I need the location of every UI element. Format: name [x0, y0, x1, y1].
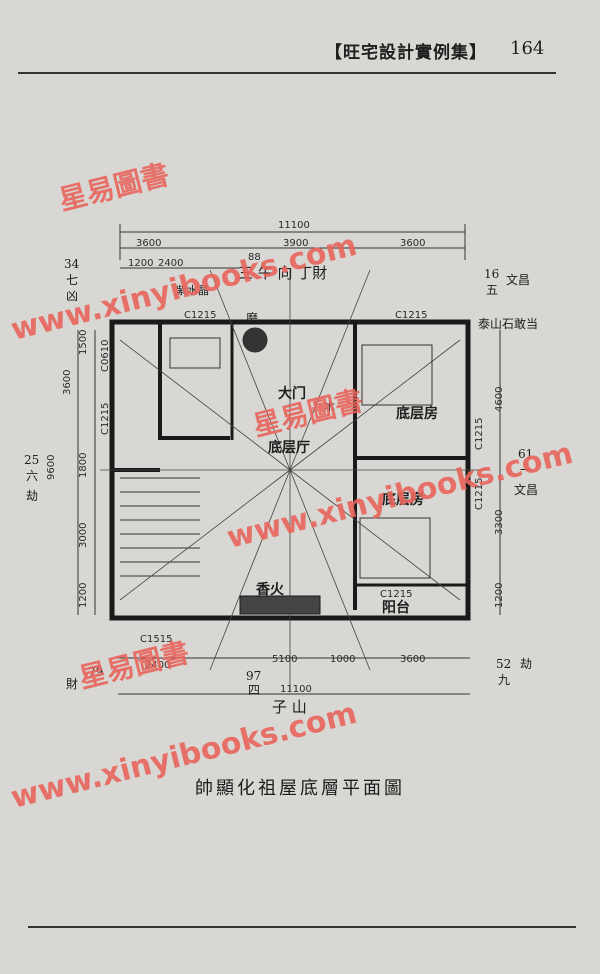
dim-bottom-1000: 1000: [330, 654, 355, 665]
compass-tl-num: 34: [64, 257, 80, 271]
compass-bottom-label: 子 山: [272, 698, 307, 716]
compass-tr-sub: 文昌: [506, 272, 530, 287]
glass-block-label: 木: [324, 400, 335, 413]
footer-rule: [28, 926, 576, 928]
compass-tl-sub: 凶: [66, 289, 78, 303]
dim-2400: 2400: [158, 258, 183, 269]
compass-lm-num: 25: [24, 453, 39, 467]
dim-bottom-total: 11100: [280, 684, 312, 695]
page-number: 164: [510, 38, 545, 59]
compass-rm-num: 61: [518, 447, 533, 461]
compass-bm-num: 97: [246, 669, 261, 683]
watermark-en-1: www.xinyibooks.com: [7, 228, 360, 348]
figure-caption: 帥顯化祖屋底層平面圖: [195, 778, 405, 799]
dim-bottom-3600: 3600: [400, 654, 425, 665]
compass-right-label: 泰山石敢当: [478, 317, 538, 331]
compass-lm-sub: 劫: [26, 489, 38, 503]
dim-1200: 1200: [128, 258, 153, 269]
compass-br-num: 52: [496, 657, 511, 671]
dim-right-1200: 1200: [494, 583, 505, 608]
compass-tl-word: 七: [66, 273, 78, 287]
compass-br-word: 九: [498, 673, 510, 687]
window-right-c1215-a: C1215: [474, 418, 485, 450]
window-bottom-c1515: C1515: [140, 634, 172, 645]
compass-tr-num: 16: [484, 267, 499, 281]
dim-total-top: 11100: [278, 220, 310, 231]
dim-88: 88: [248, 252, 261, 263]
room-balcony: 阳台: [382, 599, 410, 616]
crystal-label: 紫水晶: [176, 284, 209, 297]
compass-rm-word: 一: [520, 463, 532, 477]
window-c0610: C0610: [100, 340, 111, 372]
dim-left-3000: 3000: [78, 523, 89, 548]
window-left-c1215: C1215: [100, 403, 111, 435]
compass-bl-sub: 財: [66, 676, 78, 691]
dim-top-mid: 3900: [283, 238, 308, 249]
room-bedroom-1: 底层房: [396, 405, 438, 422]
watermark-cn-1: 星易圖書: [56, 158, 173, 217]
compass-bl-num: 79: [88, 665, 103, 679]
dim-left-9600: 9600: [46, 455, 57, 480]
book-title: 【旺宅設計實例集】: [325, 43, 487, 63]
compass-lm-word: 六: [26, 469, 38, 483]
beds: [169, 327, 433, 579]
watermark-cn-2: 星易圖書: [250, 384, 367, 443]
window-right-c1215-b: C1215: [474, 478, 485, 510]
dim-right-4600: 4600: [494, 387, 505, 412]
window-balcony: C1215: [380, 589, 412, 600]
dim-left-1200: 1200: [78, 583, 89, 608]
window-top-right: C1215: [395, 310, 427, 321]
window-top-left: C1215: [184, 310, 216, 321]
compass-top-label: 三 午 向 丁財: [238, 264, 327, 282]
compass-rm-sub: 文昌: [514, 482, 538, 497]
dim-right-3300: 3300: [494, 510, 505, 535]
dim-left-1800: 1800: [78, 453, 89, 478]
dim-left-3600: 3600: [62, 370, 73, 395]
room-bedroom-2: 底层房: [382, 491, 424, 508]
page-header: 【旺宅設計實例集】 164: [0, 28, 600, 68]
dim-bottom-2400: 2400: [145, 660, 170, 671]
dim-top-left: 3600: [136, 238, 161, 249]
compass-tr-word: 五: [486, 283, 498, 297]
room-incense: 香火: [255, 581, 285, 598]
dim-bottom-5100: 5100: [272, 654, 297, 665]
compass-bm-word: 四: [248, 683, 260, 697]
header-rule: [18, 72, 556, 74]
dimension-lines: [77, 224, 501, 695]
room-front-door: 大门: [278, 385, 306, 402]
mo-label: 磨: [246, 311, 258, 325]
staircase: [120, 477, 200, 577]
dim-left-1500: 1500: [78, 330, 89, 355]
room-living: 底层厅: [268, 439, 310, 456]
watermark-cn-3: 星易圖書: [76, 636, 193, 695]
dim-top-right: 3600: [400, 238, 425, 249]
compass-br-sub: 劫: [520, 657, 532, 671]
